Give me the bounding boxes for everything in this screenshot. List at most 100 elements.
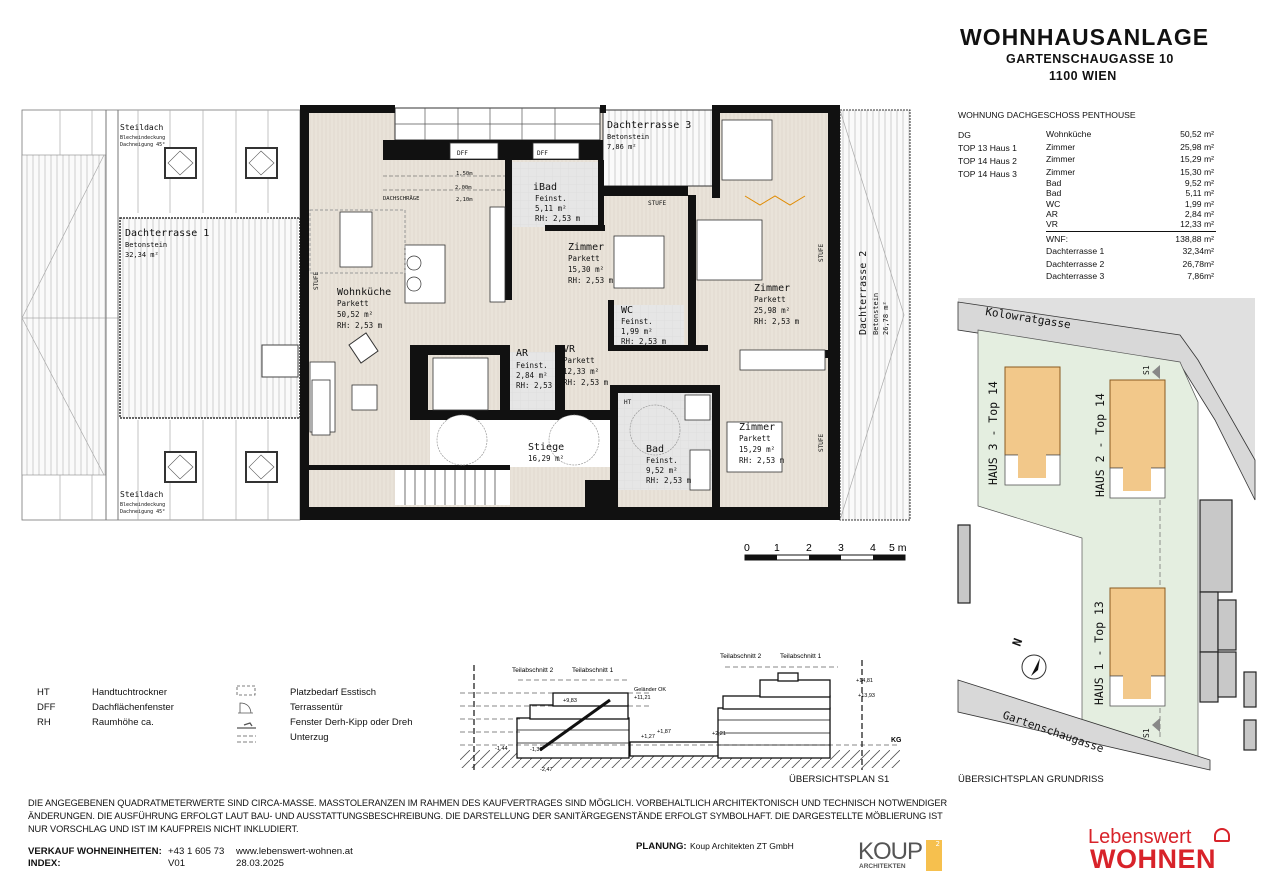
project-street: GARTENSCHAUGASSE 10 xyxy=(1006,52,1174,66)
zimmer2-name: Zimmer xyxy=(754,283,790,294)
scale-tick: 4 xyxy=(870,542,876,554)
level-label: +11,21 xyxy=(634,695,651,701)
vr-area: 12,33 m² xyxy=(563,367,599,376)
ar-area: 2,84 m² xyxy=(516,371,548,380)
stiege-area: 16,29 m² xyxy=(528,454,564,463)
ibad-rh: RH: 2,53 m xyxy=(535,214,581,223)
zimmer2-rh: RH: 2,53 m xyxy=(754,317,800,326)
steildach-material: Blecheindeckung xyxy=(120,135,165,141)
vr-floor: Parkett xyxy=(563,356,595,365)
dff-label-1: DFF xyxy=(457,150,468,157)
section-drawing xyxy=(460,660,900,770)
vr-rh: RH: 2,53 m xyxy=(563,378,609,387)
index-date: 28.03.2025 xyxy=(236,858,285,869)
ar-rh: RH: 2,53 m xyxy=(516,381,562,390)
north-arrow-label: N xyxy=(1010,636,1026,648)
stufe-label-2: STUFE xyxy=(313,272,320,290)
level-label: +9,83 xyxy=(563,698,577,704)
site-title: ÜBERSICHTSPLAN GRUNDRISS xyxy=(958,774,1104,785)
unit-label: DG xyxy=(958,130,971,140)
terrasse2-area: 26,78 m² xyxy=(882,301,890,335)
scale-tick: 3 xyxy=(838,542,844,554)
terrasse1-name: Dachterrasse 1 xyxy=(125,228,209,239)
ibad-area: 5,11 m² xyxy=(535,204,567,213)
unit-label: TOP 14 Haus 3 xyxy=(958,169,1017,179)
wc-area: 1,99 m² xyxy=(621,327,653,336)
planner-name: Koup Architekten ZT GmbH xyxy=(690,841,794,851)
level-label: +1,87 xyxy=(657,729,671,735)
terrasse1-floor: Betonstein xyxy=(125,241,167,249)
zimmer3-floor: Parkett xyxy=(739,434,771,443)
level-label: Geländer OK xyxy=(634,687,666,693)
apartment-plan xyxy=(300,105,911,521)
bad-floor: Feinst. xyxy=(646,456,678,465)
ar-floor: Feinst. xyxy=(516,361,548,370)
stufe-label-3: STUFE xyxy=(818,244,825,262)
disclaimer: DIE ANGEGEBENEN QUADRATMETERWERTE SIND C… xyxy=(28,798,947,834)
terrasse3-floor: Betonstein xyxy=(607,133,649,141)
level-label: +13,93 xyxy=(858,693,875,699)
zimmer2-floor: Parkett xyxy=(754,295,786,304)
wc-floor: Feinst. xyxy=(621,317,653,326)
wohnkueche-name: Wohnküche xyxy=(337,287,391,298)
summary-heading: WOHNUNG DACHGESCHOSS PENTHOUSE xyxy=(958,110,1136,120)
height-label-3: 2,10m xyxy=(456,197,473,203)
zimmer1-rh: RH: 2,53 m xyxy=(568,276,614,285)
ibad-name: iBad xyxy=(533,182,557,193)
project-title: WOHNHAUSANLAGE xyxy=(960,24,1210,50)
sales-website[interactable]: www.lebenswert-wohnen.at xyxy=(236,846,353,857)
house-1-label: HAUS 1 - Top 13 xyxy=(1092,601,1106,705)
dachschraege-label: DACHSCHRÄGE xyxy=(383,195,419,202)
ibad-floor: Feinst. xyxy=(535,194,567,203)
summary-total: WNF:138,88 m² xyxy=(1046,234,1214,244)
legend-symbols xyxy=(236,685,256,743)
level-label: -1,44 xyxy=(495,746,508,752)
height-label-2: 2,00m xyxy=(455,185,472,191)
wohnkueche-rh: RH: 2,53 m xyxy=(337,321,383,330)
planning-label: PLANUNG: xyxy=(636,841,687,852)
unit-list: DG TOP 13 Haus 1 TOP 14 Haus 2 TOP 14 Ha… xyxy=(958,129,1017,181)
section-title: ÜBERSICHTSPLAN S1 xyxy=(789,774,890,785)
terrasse1-area: 32,34 m² xyxy=(125,251,159,259)
terrasse3-name: Dachterrasse 3 xyxy=(607,120,691,131)
wc-name: WC xyxy=(621,305,633,316)
index-label: INDEX: xyxy=(28,858,61,869)
steildach-top-label: Steildach xyxy=(120,123,164,132)
scale-tick: 5 m xyxy=(889,542,907,554)
zimmer1-area: 15,30 m² xyxy=(568,265,604,274)
zimmer3-rh: RH: 2,53 m xyxy=(739,456,785,465)
sales-phone[interactable]: +43 1 605 73 xyxy=(168,846,225,857)
level-label: KG xyxy=(891,737,902,744)
section-marker-bottom: S1 xyxy=(1142,728,1151,738)
house-icon xyxy=(1214,828,1230,842)
wohnkueche-floor: Parkett xyxy=(337,299,369,308)
summary-divider xyxy=(1046,231,1216,232)
level-label: +1,27 xyxy=(641,734,655,740)
wc-rh: RH: 2,53 m xyxy=(621,337,667,346)
vr-name: VR xyxy=(563,344,576,355)
house-2-label: HAUS 2 - Top 14 xyxy=(1093,393,1107,497)
zimmer1-name: Zimmer xyxy=(568,242,604,253)
stufe-label-4: STUFE xyxy=(818,434,825,452)
stufe-label-1: STUFE xyxy=(648,200,666,207)
unit-label: TOP 14 Haus 2 xyxy=(958,156,1017,166)
ht-label: HT xyxy=(624,399,632,406)
scale-tick: 1 xyxy=(774,542,780,554)
dff-label-2: DFF xyxy=(537,150,548,157)
section-label: Teilabschnitt 2 xyxy=(512,667,554,674)
sales-label: VERKAUF WOHNEINHEITEN: xyxy=(28,846,162,857)
scale-tick: 2 xyxy=(806,542,812,554)
section-marker-top: S1 xyxy=(1142,365,1151,375)
